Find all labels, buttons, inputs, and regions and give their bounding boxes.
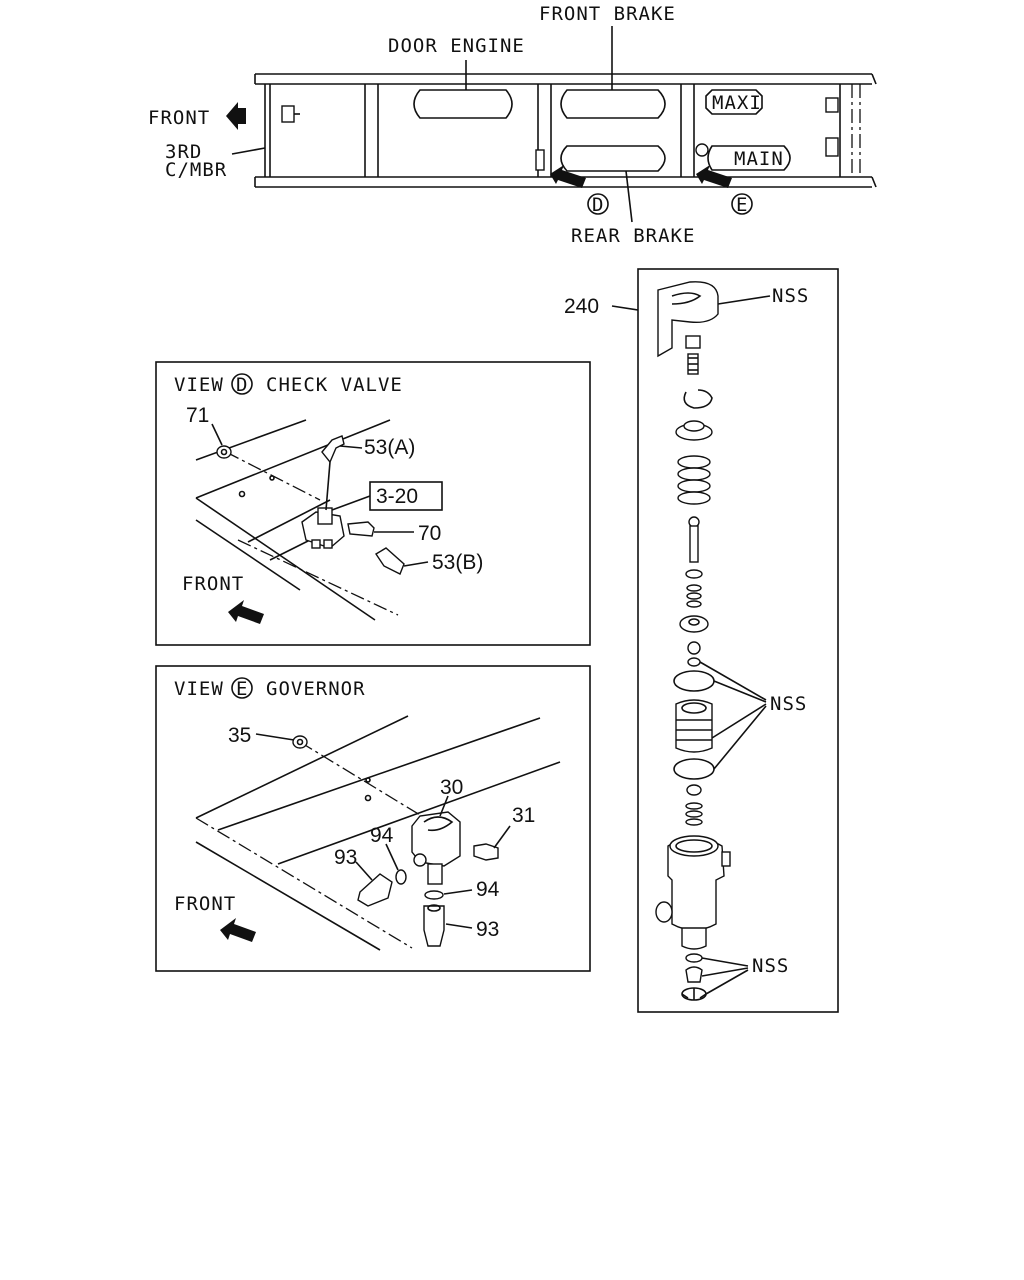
- label-nss-mid: NSS: [770, 693, 807, 715]
- chassis-top-view: FRONT BRAKE DOOR ENGINE FRONT 3RD C/MBR …: [148, 3, 877, 247]
- callout-35: 35: [228, 724, 251, 747]
- callout-70: 70: [418, 522, 441, 545]
- label-rear-brake: REAR BRAKE: [571, 225, 695, 247]
- cover-cap: [657, 281, 719, 358]
- view-e-governor-panel: VIEW E GOVERNOR: [155, 665, 591, 972]
- o-ring-lower: [673, 758, 715, 780]
- rear-brake-tank: [560, 145, 666, 172]
- fitting-70: [347, 521, 375, 537]
- chassis-fitting-right-bottom: [825, 137, 839, 157]
- view-e-title-prefix: VIEW: [174, 678, 224, 700]
- callout-53a: 53(A): [364, 436, 415, 459]
- exploded-view-240-panel: 240 NSS: [564, 268, 839, 1013]
- view-e-title: GOVERNOR: [266, 678, 366, 700]
- spring-seat: [675, 420, 713, 441]
- small-nut-lower: [686, 784, 702, 796]
- front-arrow-icon: [226, 102, 246, 130]
- maxi-tank: [705, 89, 763, 115]
- small-spring: [686, 584, 702, 608]
- washer-94-upper: [395, 869, 407, 885]
- snap-ring: [683, 389, 713, 409]
- governor-small: [695, 143, 709, 157]
- view-d-title: CHECK VALVE: [266, 374, 403, 396]
- fitting-93-left: [357, 873, 393, 907]
- label-front-brake: FRONT BRAKE: [539, 3, 676, 25]
- label-main: MAIN: [734, 148, 784, 170]
- nut-71: [216, 445, 232, 459]
- callout-71: 71: [186, 404, 209, 427]
- view-d-arrow-icon: [550, 165, 586, 188]
- label-nss-top: NSS: [772, 285, 809, 307]
- check-valve-body: [301, 507, 345, 549]
- callout-30: 30: [440, 776, 463, 799]
- marker-d: D: [592, 194, 604, 216]
- label-front: FRONT: [148, 107, 210, 129]
- view-d-front-arrow-icon: [228, 600, 264, 624]
- filter: [685, 953, 703, 983]
- view-d-front-label: FRONT: [182, 573, 244, 595]
- governor-30: [411, 811, 461, 885]
- callout-3-20: 3-20: [376, 485, 418, 508]
- washer-94-lower: [424, 890, 444, 900]
- retainer-clip: [681, 987, 707, 1001]
- plunger-pin: [688, 516, 700, 563]
- ball-valve: [687, 641, 701, 655]
- front-brake-tank: [560, 89, 666, 119]
- view-d-title-prefix: VIEW: [174, 374, 224, 396]
- chassis-fitting-right-top: [825, 97, 839, 113]
- small-washer: [685, 569, 703, 579]
- label-c-mbr: C/MBR: [165, 159, 227, 181]
- main-tank: [707, 145, 791, 171]
- view-e-front-label: FRONT: [174, 893, 236, 915]
- marker-e: E: [736, 194, 748, 216]
- view-d-check-valve-panel: VIEW D CHECK VALVE: [155, 361, 591, 646]
- view-d-title-marker: D: [236, 374, 248, 396]
- callout-93-bottom: 93: [476, 918, 499, 941]
- chassis-fitting-left: [281, 105, 300, 123]
- callout-53b: 53(B): [432, 551, 483, 574]
- piston: [675, 699, 713, 753]
- fitting-93-bottom: [423, 904, 445, 947]
- label-3rd: 3RD: [165, 141, 202, 163]
- o-ring-upper: [673, 670, 715, 692]
- view-e-arrow-icon: [696, 165, 732, 188]
- o-ring-small: [687, 657, 701, 667]
- valve-seat: [679, 615, 709, 633]
- lower-spring: [685, 802, 703, 826]
- callout-93-left: 93: [334, 846, 357, 869]
- label-nss-bottom: NSS: [752, 955, 789, 977]
- door-engine-tank: [413, 89, 513, 119]
- label-door-engine: DOOR ENGINE: [388, 35, 525, 57]
- view-e-front-arrow-icon: [220, 918, 256, 942]
- callout-94-upper: 94: [370, 824, 394, 847]
- part-number-240: 240: [564, 295, 599, 318]
- governor-housing: [655, 835, 731, 950]
- callout-31: 31: [512, 804, 535, 827]
- nut-35: [292, 735, 308, 749]
- view-e-title-marker: E: [236, 678, 248, 700]
- fitting-53b: [375, 547, 405, 575]
- label-maxi: MAXI: [712, 92, 762, 114]
- elbow-53a: [321, 435, 345, 464]
- callout-94-lower: 94: [476, 878, 500, 901]
- adjust-nut: [685, 335, 701, 375]
- main-spring: [677, 455, 711, 505]
- check-valve-small: [535, 149, 545, 171]
- bolt-31: [473, 843, 499, 861]
